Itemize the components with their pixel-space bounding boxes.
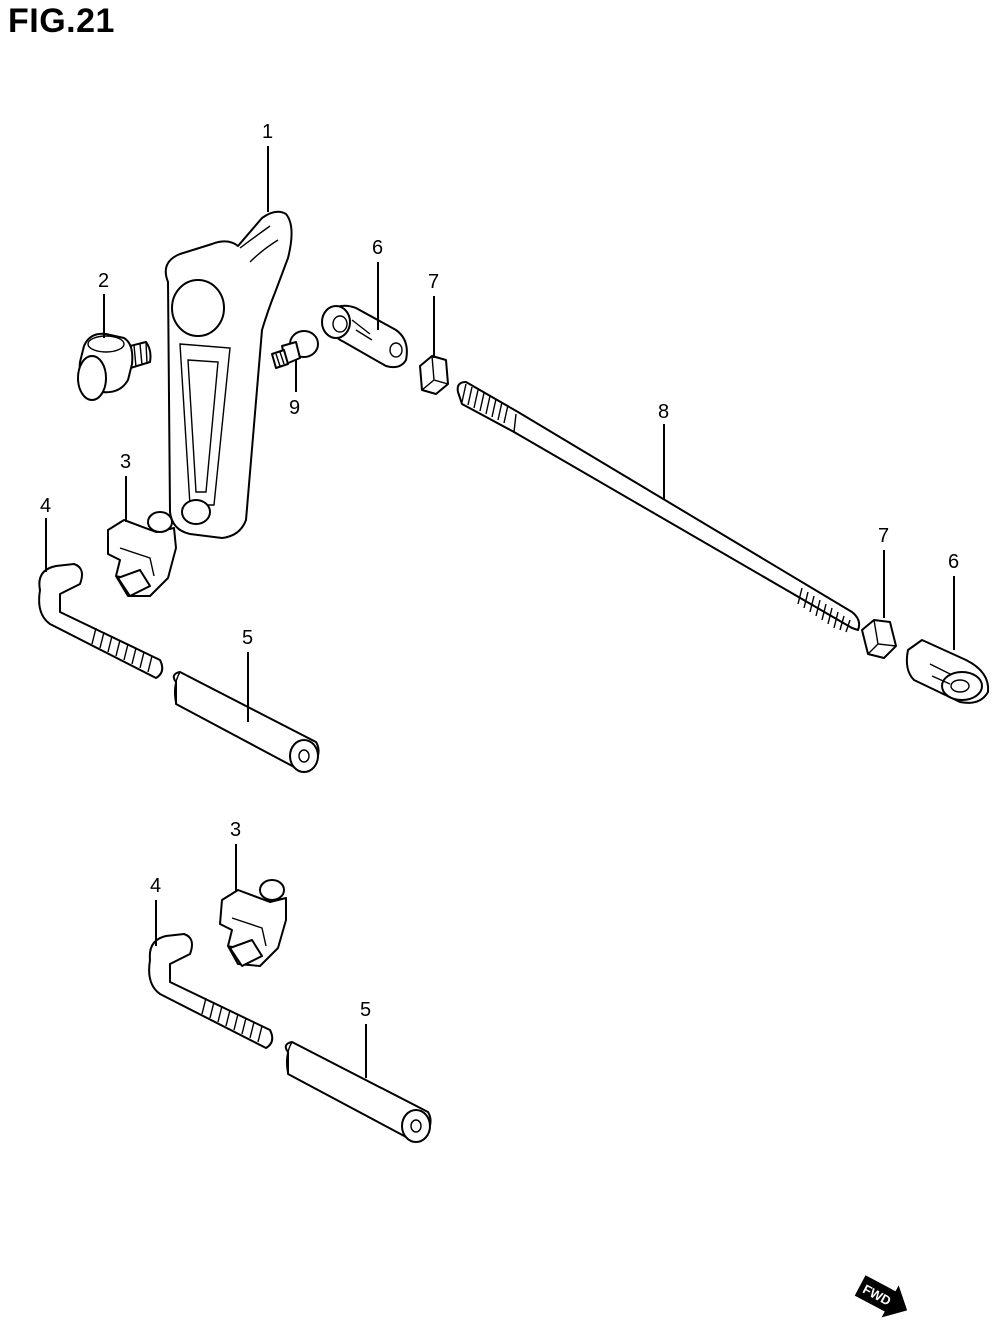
part-5-spacer-lower — [284, 1041, 432, 1143]
part-9-ball-joint — [271, 330, 319, 369]
callout-1: 1 — [262, 121, 273, 143]
callout-9: 9 — [289, 397, 300, 419]
callout-4-upper: 4 — [40, 495, 51, 517]
part-4-l-bolt-upper — [38, 563, 164, 679]
callout-7-lower: 7 — [878, 525, 889, 547]
callout-3-lower: 3 — [230, 819, 241, 841]
part-1-lever-arm — [164, 210, 293, 539]
fwd-direction-badge: FWD — [854, 1275, 908, 1318]
callout-8: 8 — [658, 401, 669, 423]
part-6-rod-end-lower — [905, 639, 990, 704]
part-3-clip-lower — [219, 879, 287, 967]
figure-title: FIG.21 — [8, 2, 115, 40]
callout-6-lower: 6 — [948, 551, 959, 573]
part-3-clip-upper — [107, 511, 177, 597]
part-4-l-bolt-lower — [148, 933, 274, 1049]
callout-3-upper: 3 — [120, 451, 131, 473]
callout-2: 2 — [98, 270, 109, 292]
callout-5-lower: 5 — [360, 999, 371, 1021]
callout-5-upper: 5 — [242, 627, 253, 649]
part-7-nut-lower — [861, 619, 897, 659]
callout-7-upper: 7 — [428, 271, 439, 293]
part-2-bolt — [77, 332, 152, 401]
leader-lines — [45, 146, 955, 1078]
part-7-nut-upper — [419, 355, 449, 395]
callout-4-lower: 4 — [150, 875, 161, 897]
part-6-rod-end-upper — [321, 304, 408, 369]
callout-6-upper: 6 — [372, 237, 383, 259]
part-5-spacer-upper — [172, 671, 320, 773]
part-8-threaded-rod — [456, 381, 861, 633]
